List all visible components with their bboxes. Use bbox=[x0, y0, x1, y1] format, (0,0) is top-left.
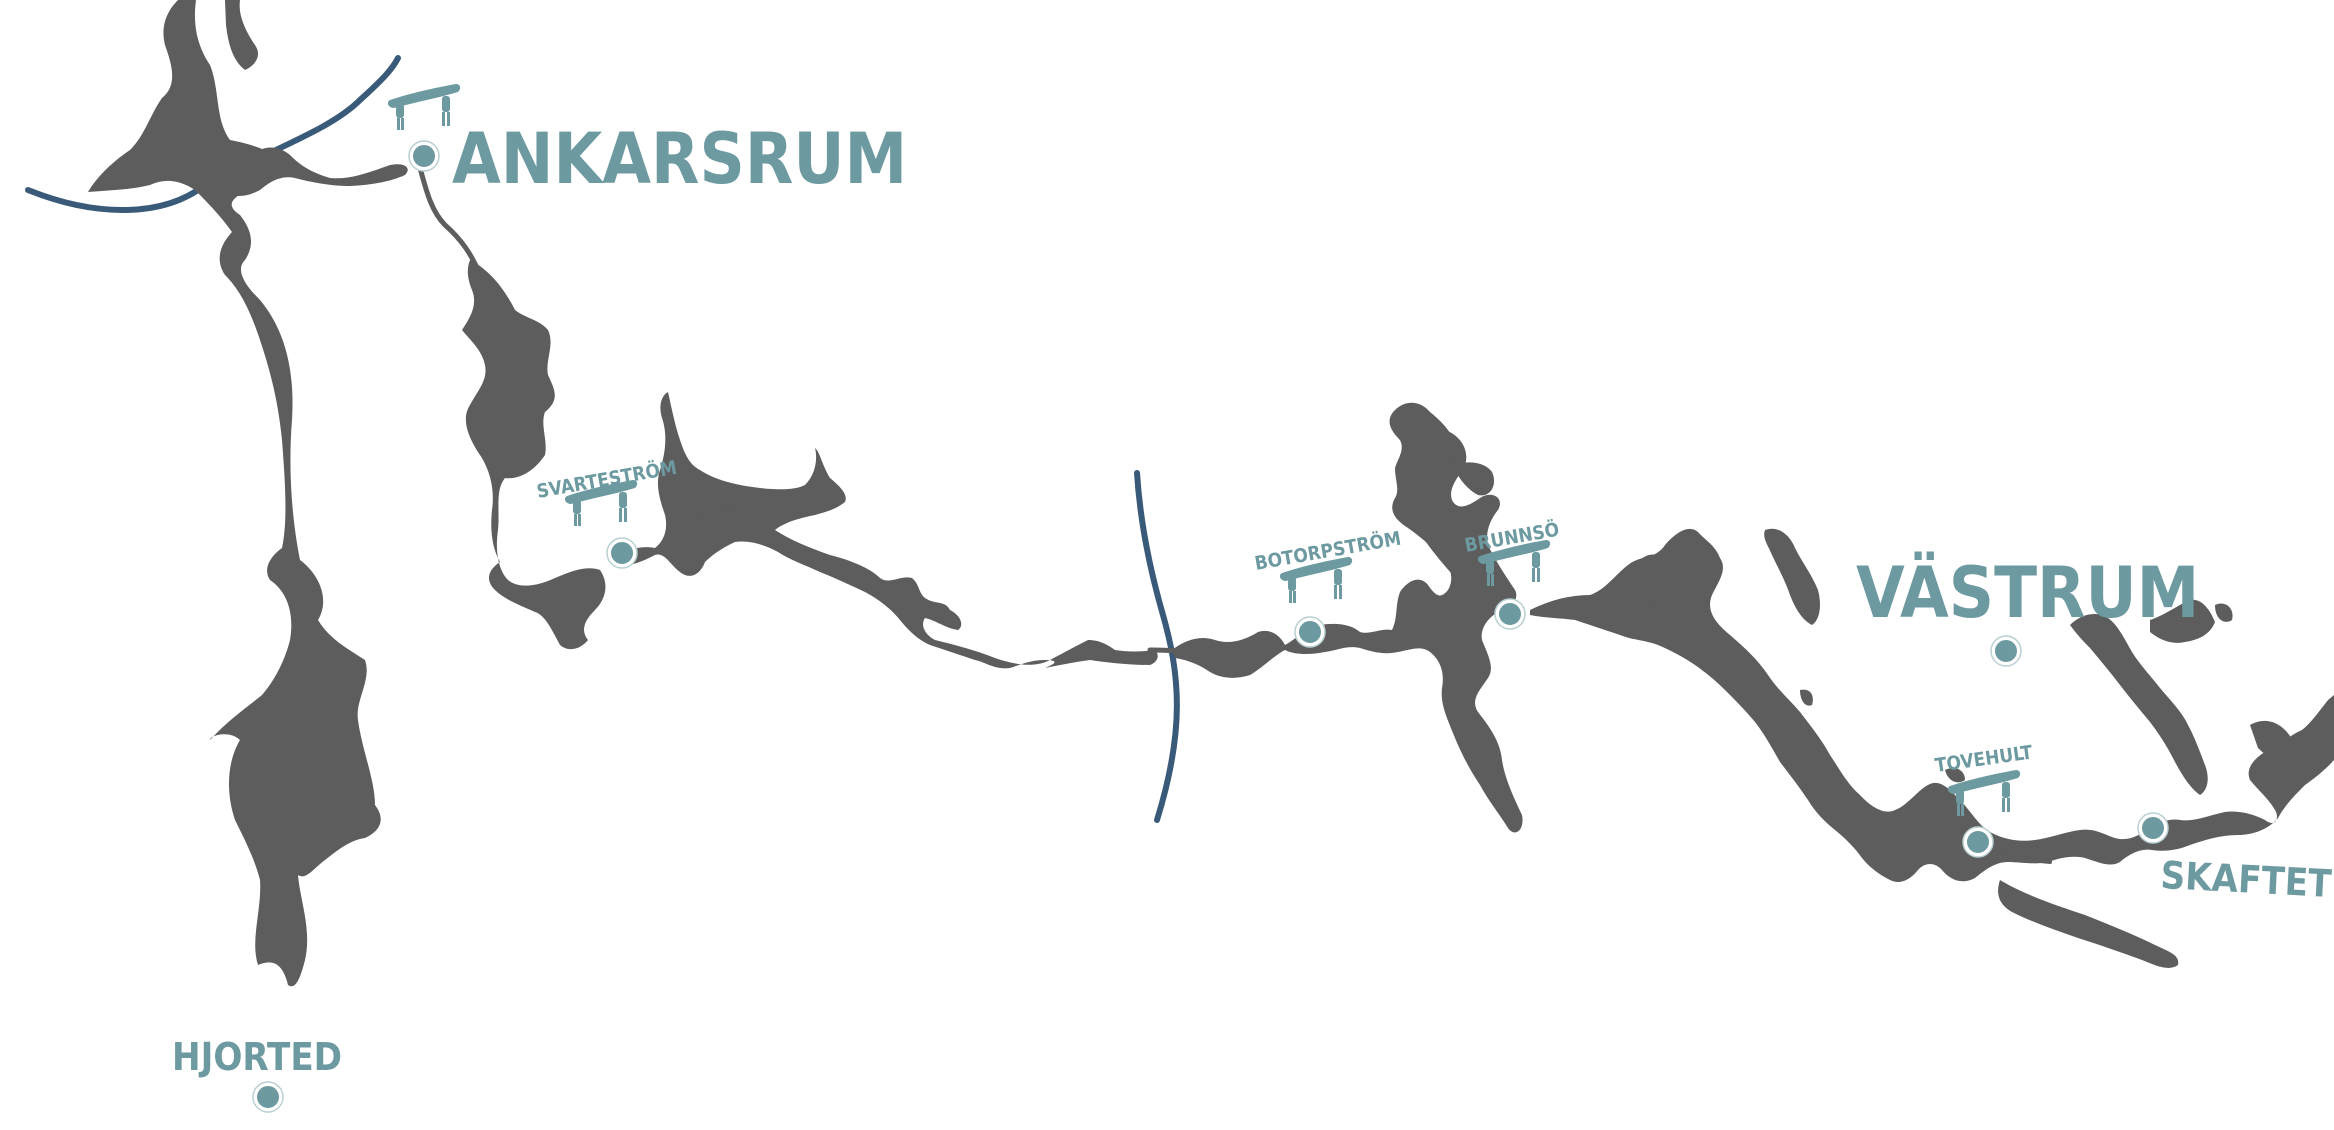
location-dot-icon-hjorted[interactable] bbox=[252, 1081, 284, 1113]
location-dot-icon-botorpstrom[interactable] bbox=[1294, 616, 1326, 648]
location-dot-icon-brunnso[interactable] bbox=[1494, 598, 1526, 630]
central-lakes bbox=[1172, 402, 1523, 833]
road-central bbox=[1134, 470, 1180, 823]
canoe-carry-icon-botorpstrom bbox=[1279, 557, 1353, 603]
place-label-svartestrom: SVARTESTRÖM bbox=[535, 455, 679, 503]
canoe-carry-icon-tovehult bbox=[1947, 770, 2021, 816]
ankarsrum-svartestrom-lakes bbox=[462, 260, 606, 650]
svartestrom-central-lakes bbox=[612, 392, 1158, 669]
location-dot-icon-tovehult[interactable] bbox=[1962, 826, 1994, 858]
location-dot-icon-svartestrom[interactable] bbox=[606, 537, 638, 569]
canoe-carry-icon-svartestrom bbox=[564, 480, 638, 526]
location-dot-icon-skaftet[interactable] bbox=[2137, 812, 2169, 844]
location-dot-icon-vastrum[interactable] bbox=[1990, 635, 2022, 667]
place-label-vastrum: VÄSTRUM bbox=[1856, 552, 2199, 634]
west-lake-system bbox=[88, 0, 408, 987]
place-label-hjorted: HJORTED bbox=[172, 1035, 342, 1079]
location-dot-icon-ankarsrum[interactable] bbox=[408, 140, 440, 172]
east-lakes bbox=[1530, 528, 2334, 968]
place-label-skaftet: SKAFTET bbox=[2160, 853, 2334, 906]
place-label-ankarsrum: ANKARSRUM bbox=[452, 118, 907, 200]
canoe-carry-icon-ankarsrum bbox=[387, 84, 461, 130]
canoe-carry-icon-brunnso bbox=[1477, 540, 1551, 586]
